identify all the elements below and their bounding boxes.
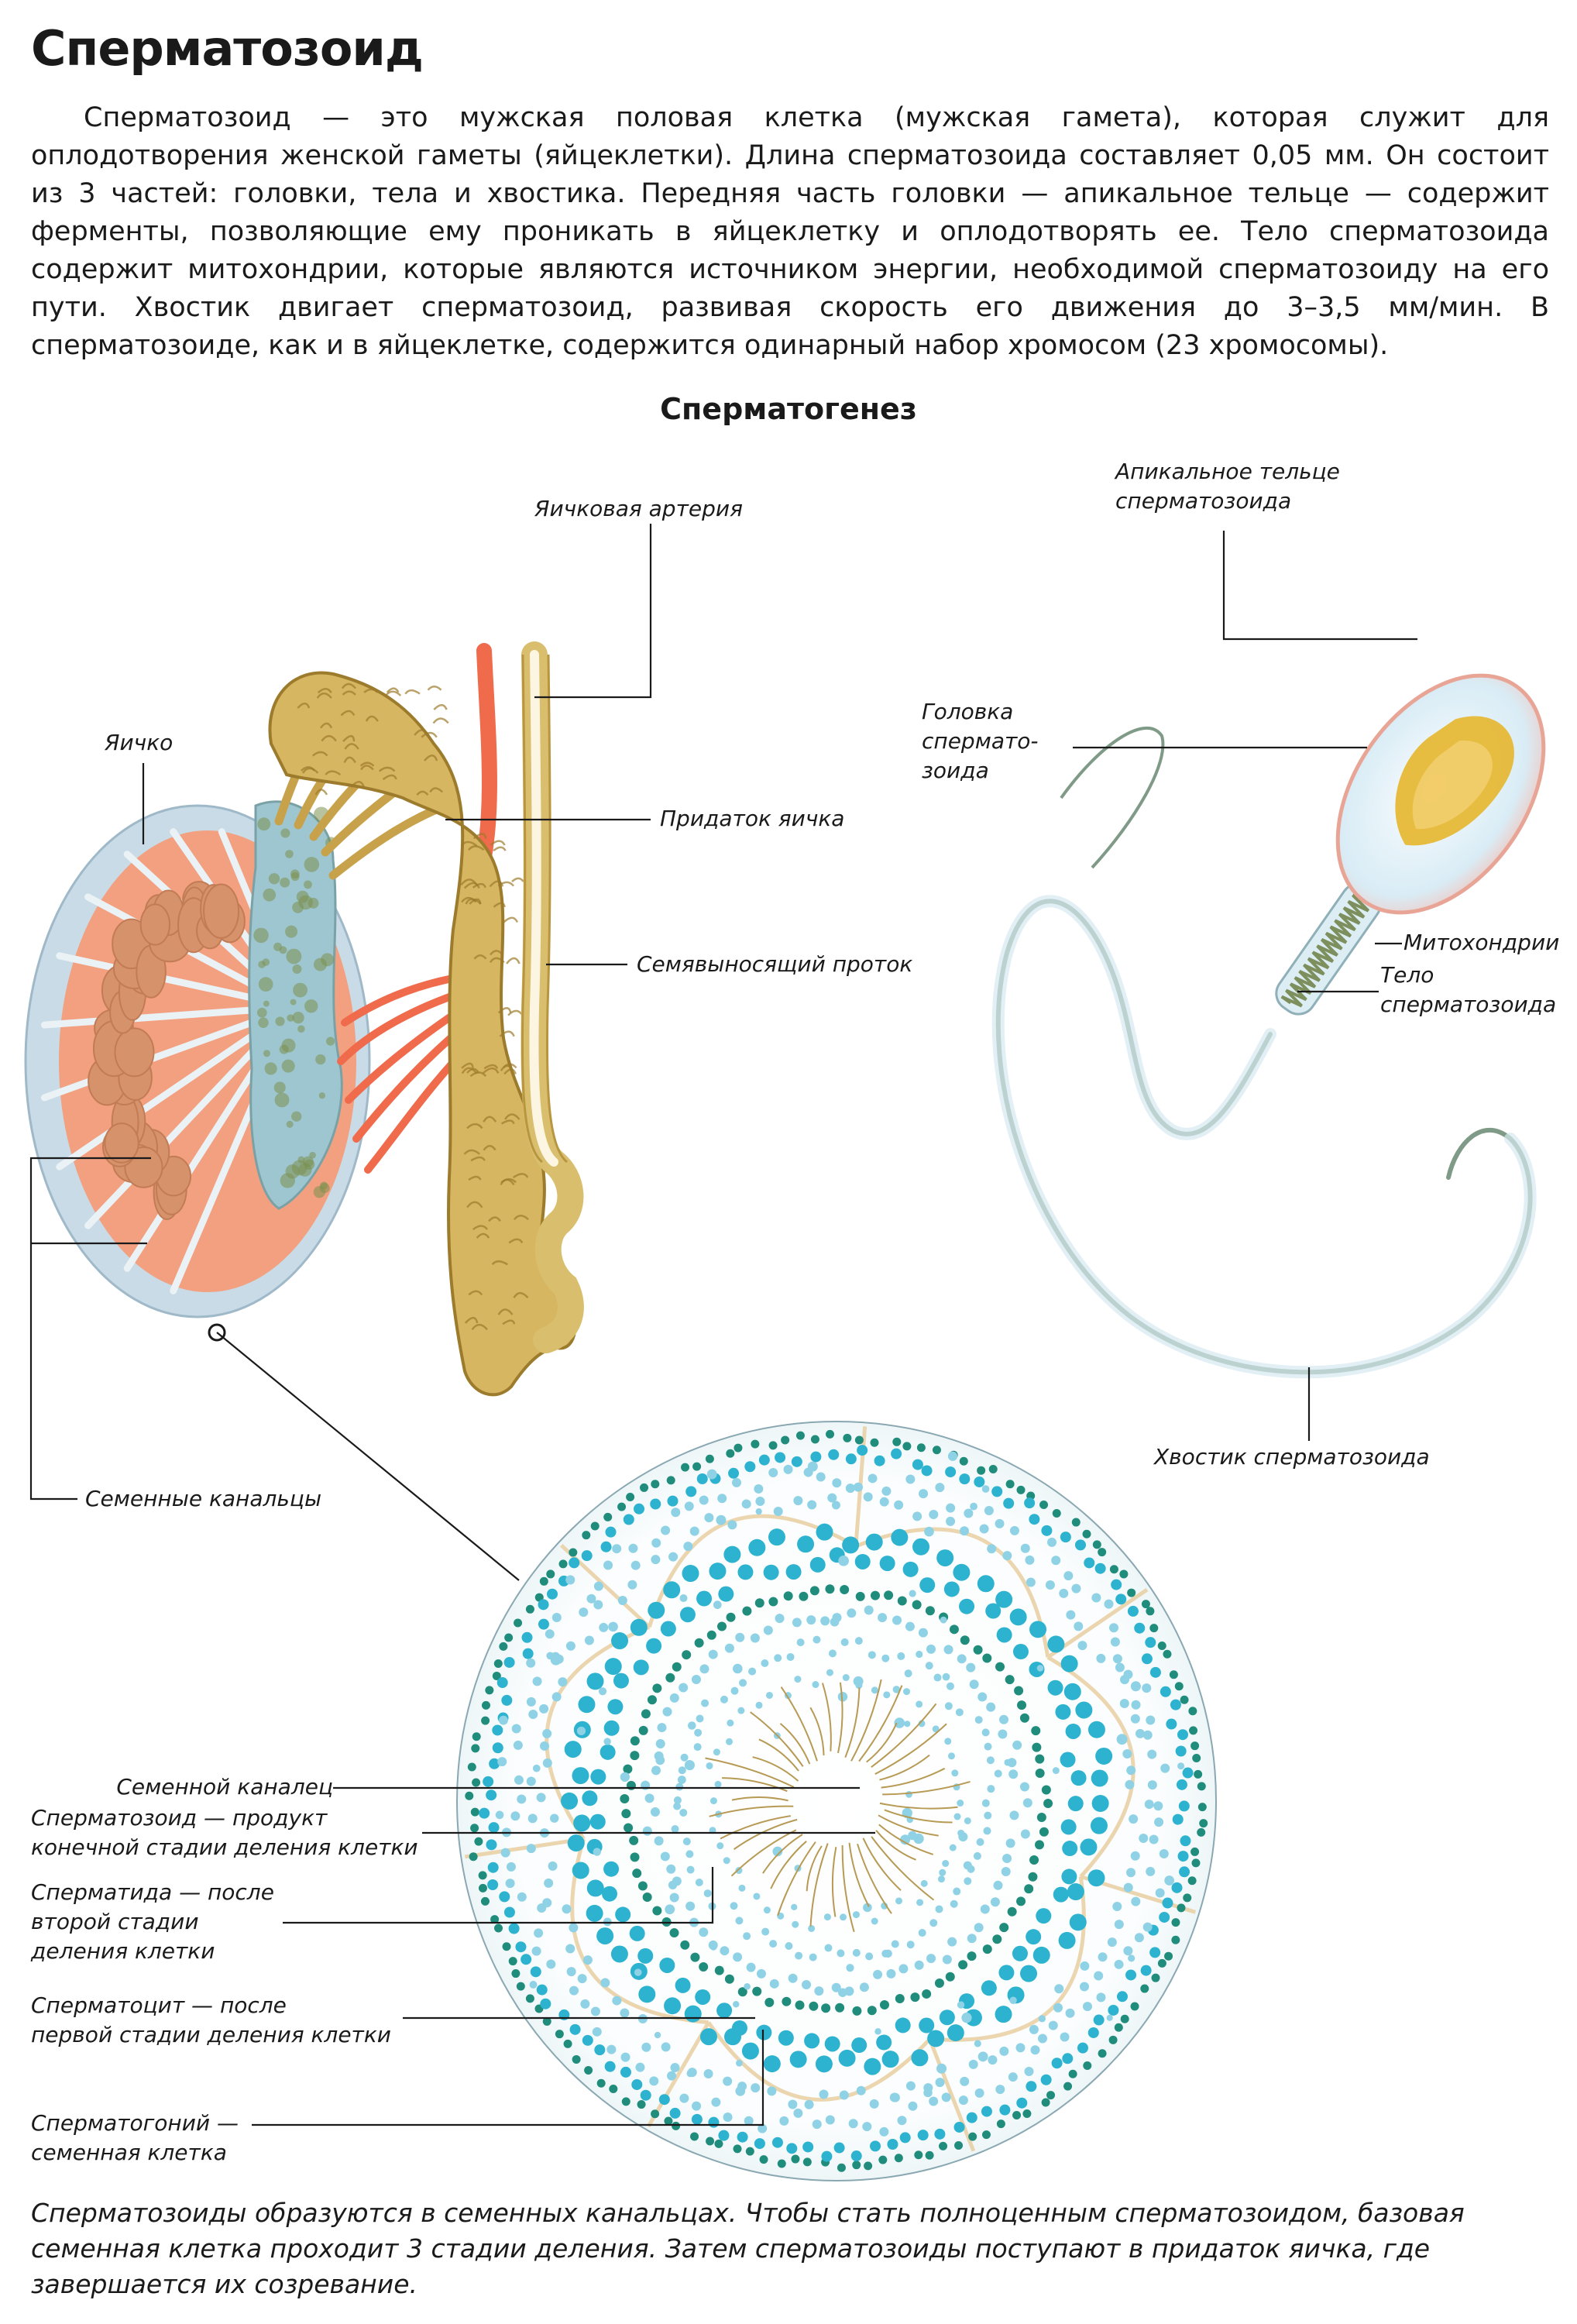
label-vas-deferens: Семявыносящий проток [637, 951, 913, 977]
label-spermatid: Сперматида — после второй стадии деления… [31, 1879, 274, 1964]
testis-leader-lines [29, 524, 652, 1581]
page-title: Сперматозоид [31, 20, 424, 77]
label-sperm-tail: Хвостик сперматозоида [1154, 1444, 1430, 1470]
label-spermatocyte: Сперматоцит — после первой стадии делени… [31, 1992, 391, 2047]
tubule-lobule [92, 1009, 155, 1078]
label-sperm-body: Тело сперматозоида [1380, 962, 1557, 1017]
section-subtitle: Сперматогенез [660, 392, 917, 426]
label-seminiferous-tubules: Семенные канальцы [85, 1486, 322, 1511]
sperm-illustration [991, 673, 1546, 1379]
label-testicular-artery: Яичковая артерия [534, 496, 743, 521]
sperm-head [1335, 673, 1546, 915]
label-sperm-head: Головка спермато- зоида [922, 699, 1039, 783]
sperm-leader-lines [1073, 531, 1417, 1441]
intro-paragraph: Сперматозоид — это мужская половая клетк… [31, 102, 1549, 361]
tubule-lobule [196, 883, 246, 950]
label-testis: Яичко [105, 730, 174, 755]
rete-testis [248, 800, 343, 1210]
label-tubule: Семенной каналец [116, 1774, 333, 1800]
sperm-tail-tip [1060, 726, 1165, 869]
label-mitochondria: Митохондрии [1403, 930, 1560, 955]
tubule-cross-section [456, 1421, 1217, 2181]
cell-rings [465, 1429, 1208, 2172]
label-epididymis: Придаток яичка [660, 806, 845, 831]
epididymis-texture [297, 682, 529, 1331]
figure-caption: Сперматозоиды образуются в семенных кана… [31, 2198, 1465, 2299]
section-leader-lines [252, 1786, 875, 2126]
label-acrosome: Апикальное тельце сперматозоида [1115, 459, 1340, 514]
tubule-lobule [153, 1155, 192, 1220]
label-spermatozoon: Сперматозоид — продукт конечной стадии д… [31, 1805, 418, 1860]
testis-illustration [24, 641, 584, 1397]
label-spermatogonium: Сперматогоний — семенная клетка [31, 2110, 239, 2165]
central-spermatozoa [705, 1679, 971, 1933]
tubule-lobule [102, 1094, 146, 1167]
rete-texture [253, 806, 337, 1198]
seminiferous-tubules [88, 881, 246, 1220]
